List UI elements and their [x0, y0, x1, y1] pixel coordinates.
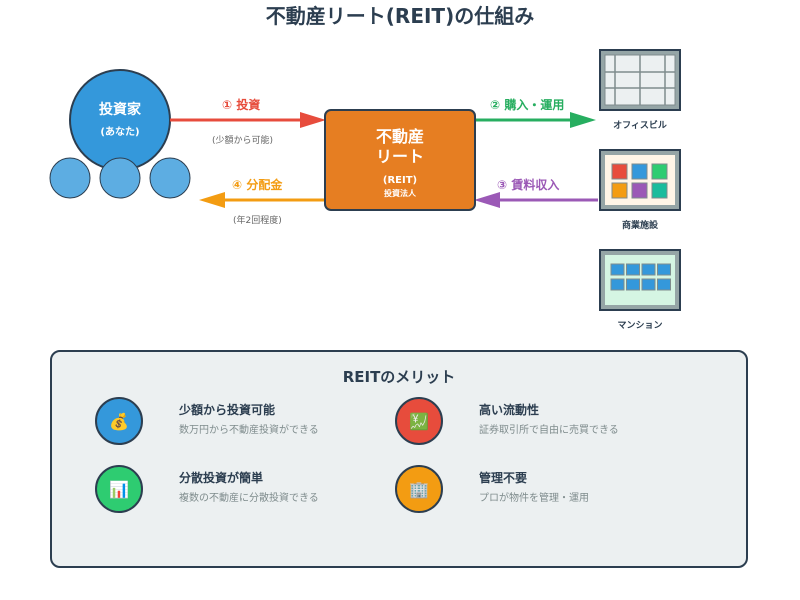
flow-arrow-invest	[170, 112, 326, 128]
apartment-window	[626, 263, 640, 276]
apartment-icon	[599, 249, 681, 311]
merit-desc: プロが物件を管理・運用	[479, 493, 589, 504]
property-label-office: オフィスビル	[613, 121, 667, 131]
commercial-facility-icon	[599, 149, 681, 211]
flow-arrow-rent	[474, 192, 598, 208]
merit-desc: 数万円から不動産投資ができる	[179, 425, 319, 436]
merit-title: 高い流動性	[479, 403, 540, 417]
flow-arrow-dividend	[199, 192, 325, 208]
flow-label-rent: ③ 賃料収入	[497, 178, 560, 192]
reit-abbr: (REIT)	[382, 175, 418, 186]
money-bag-icon: 💰	[95, 397, 143, 445]
merits-panel: REITのメリット 💰 少額から投資可能 数万円から不動産投資ができる 💹 高い…	[50, 350, 748, 568]
apartment-window	[641, 263, 656, 276]
investor-sub-circle-3	[149, 157, 191, 199]
shop-tile	[651, 182, 668, 199]
apartment-window	[657, 278, 671, 291]
reit-title-line2: リート	[375, 147, 424, 166]
page-title: 不動産リート(REIT)の仕組み	[265, 4, 535, 28]
flow-label-dividend: ④ 分配金	[232, 178, 283, 192]
investor-sub-circle-2	[99, 157, 141, 199]
reit-title-line1: 不動産	[375, 127, 424, 146]
reit-entity: 投資法人	[384, 189, 416, 198]
flow-note-invest: (少額から可能)	[212, 136, 274, 146]
shop-tile	[611, 163, 628, 180]
merit-title: 管理不要	[479, 471, 528, 485]
office-building-icon	[599, 49, 681, 111]
office-icon: 🏢	[395, 465, 443, 513]
apartment-window	[610, 263, 625, 276]
investor-subtitle: (あなた)	[100, 127, 140, 138]
shop-tile	[611, 182, 628, 199]
flow-note-dividend: (年2回程度)	[233, 216, 282, 226]
flow-arrow-purchase	[475, 112, 596, 128]
apartment-window	[641, 278, 656, 291]
merit-desc: 複数の不動産に分散投資できる	[179, 493, 319, 504]
bar-chart-icon: 📊	[95, 465, 143, 513]
chart-yen-icon: 💹	[395, 397, 443, 445]
shop-tile	[631, 163, 648, 180]
shop-tile	[631, 182, 648, 199]
apartment-window	[657, 263, 671, 276]
reit-box[interactable]	[324, 109, 476, 211]
investor-sub-circle-1	[49, 157, 91, 199]
reit-flow-diagram	[49, 49, 681, 311]
merit-title: 少額から投資可能	[179, 403, 276, 417]
reit-label: 不動産 リート (REIT) 投資法人	[325, 127, 475, 199]
investor-title: 投資家	[99, 102, 141, 118]
shop-tile	[651, 163, 668, 180]
merit-title: 分散投資が簡単	[179, 471, 264, 485]
flow-label-purchase: ② 購入・運用	[490, 98, 565, 112]
property-label-apartment: マンション	[617, 321, 663, 331]
flow-label-invest: ① 投資	[222, 98, 261, 112]
investor-label: 投資家 (あなた)	[70, 99, 170, 138]
apartment-window	[610, 278, 625, 291]
merits-title: REITのメリット	[342, 368, 456, 386]
apartment-window	[626, 278, 640, 291]
merit-desc: 証券取引所で自由に売買できる	[479, 425, 619, 436]
property-label-commercial: 商業施設	[621, 221, 658, 231]
